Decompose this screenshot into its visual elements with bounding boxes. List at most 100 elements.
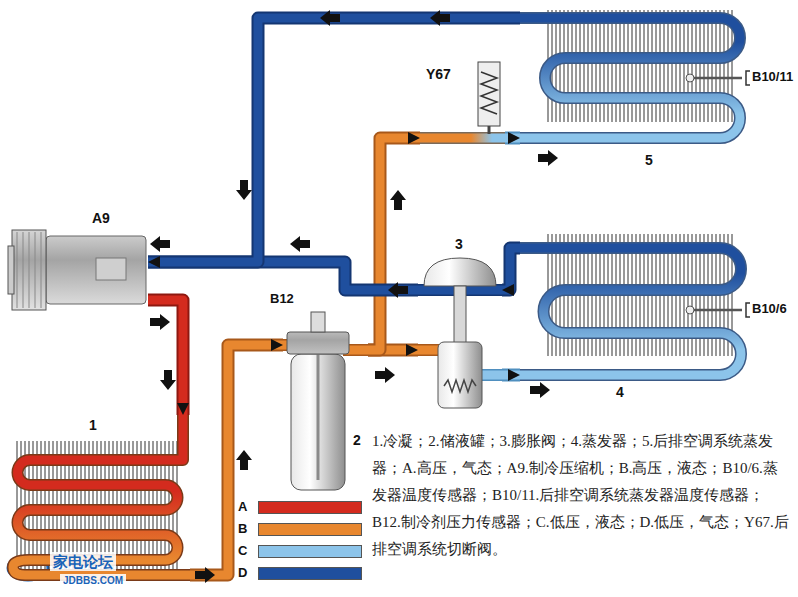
- evaporator-drawing: [520, 228, 795, 406]
- compressor: A9: [8, 210, 148, 310]
- legend-swatch: [258, 567, 362, 580]
- flow-arrow: [236, 180, 252, 200]
- pipe-outline: [505, 132, 520, 145]
- flow-arrow: [150, 314, 170, 330]
- pipe: [190, 345, 283, 575]
- fin: [640, 10, 641, 122]
- legend-swatch: [258, 501, 362, 514]
- fin: [708, 10, 709, 122]
- sensor-tip: [686, 74, 694, 82]
- fin: [576, 10, 577, 122]
- compressor-plate: [96, 258, 126, 280]
- fin: [588, 10, 589, 122]
- fin: [656, 10, 657, 122]
- flow-arrow: [388, 282, 408, 298]
- solenoid-body: [478, 62, 500, 126]
- pipe-outline: [148, 18, 520, 262]
- watermark: 家电论坛: [50, 552, 116, 571]
- flow-arrow: [390, 190, 406, 210]
- sensor-probe: [692, 77, 742, 80]
- flow-arrow: [150, 236, 170, 252]
- refrigerant-pipe: [502, 248, 520, 290]
- legend-row: B: [238, 521, 362, 537]
- flow-arrow: [530, 382, 550, 398]
- pipe: [520, 248, 741, 375]
- receiver-canister: [291, 354, 345, 490]
- dip-tube: [317, 354, 320, 480]
- legend-letter: C: [238, 543, 252, 559]
- fin: [596, 10, 597, 122]
- fin: [692, 10, 693, 122]
- callout-number: 1: [89, 417, 97, 434]
- fin: [680, 10, 681, 122]
- expansion-valve: 3: [418, 236, 502, 416]
- pipe-outline: [148, 300, 183, 415]
- legend-row: D: [238, 565, 362, 581]
- legend-letter: A: [238, 499, 252, 515]
- pipe: [420, 134, 505, 143]
- legend-letter: D: [238, 565, 252, 581]
- sensor-tip: [686, 306, 694, 314]
- fin: [684, 10, 685, 122]
- fin: [572, 10, 573, 122]
- legend-swatch: [258, 545, 362, 558]
- pipe: [148, 300, 183, 415]
- receiver-head: [287, 332, 349, 354]
- legend-row: A: [238, 499, 362, 515]
- pipe: [13, 415, 190, 575]
- flow-arrow: [236, 450, 252, 470]
- valve-body: [438, 342, 482, 408]
- fin: [688, 10, 689, 122]
- fin: [676, 10, 677, 122]
- flow-arrow: [375, 367, 395, 383]
- rear-evaporator-drawing: [520, 10, 795, 180]
- fin: [600, 10, 601, 122]
- refrigerant-pipe: [368, 138, 420, 350]
- watermark: JDBBS.COM: [60, 574, 126, 588]
- pipe: [502, 248, 520, 290]
- legend-swatch: [258, 523, 362, 536]
- pressure-sensor: [311, 312, 325, 332]
- shutoff-valve: Y67: [420, 60, 505, 150]
- refrigerant-pipe: [502, 375, 520, 376]
- evaporator: 4: [520, 228, 795, 406]
- expansion-valve-drawing: [418, 236, 502, 416]
- legend-letter: B: [238, 521, 252, 537]
- fin: [628, 10, 629, 122]
- fin: [560, 10, 561, 122]
- flow-arrow: [430, 10, 450, 26]
- fin: [712, 10, 713, 122]
- fin: [568, 10, 569, 122]
- pipe: [502, 371, 520, 380]
- pulley-groove: [35, 232, 36, 308]
- fin: [644, 10, 645, 122]
- legend-row: C: [238, 543, 362, 559]
- pipe: [148, 18, 520, 262]
- fin: [636, 10, 637, 122]
- sensor-bracket: [746, 303, 750, 317]
- callout-number: 3: [455, 236, 463, 253]
- refrigerant-pipe: [148, 300, 183, 415]
- pipe-outline: [190, 345, 283, 575]
- callout-number: 5: [645, 152, 653, 169]
- compressor-body: [46, 236, 146, 304]
- pipe-outline: [368, 138, 420, 350]
- flow-arrow: [290, 236, 310, 252]
- solenoid-spring: [481, 72, 497, 114]
- valve-stem: [488, 126, 491, 134]
- fin: [700, 10, 701, 122]
- pulley-groove: [23, 232, 24, 308]
- sensor-label: B12: [270, 291, 294, 307]
- receiver-drier: 2: [283, 310, 368, 500]
- sensor-label: B10/6: [752, 301, 787, 317]
- pipe: [368, 138, 420, 350]
- fin: [664, 10, 665, 122]
- fin: [584, 10, 585, 122]
- fin: [592, 10, 593, 122]
- pipe: [505, 134, 520, 143]
- flow-arrow: [538, 150, 558, 166]
- clutch-hub: [8, 246, 14, 294]
- fin: [720, 10, 721, 122]
- part-label: A9: [92, 210, 110, 227]
